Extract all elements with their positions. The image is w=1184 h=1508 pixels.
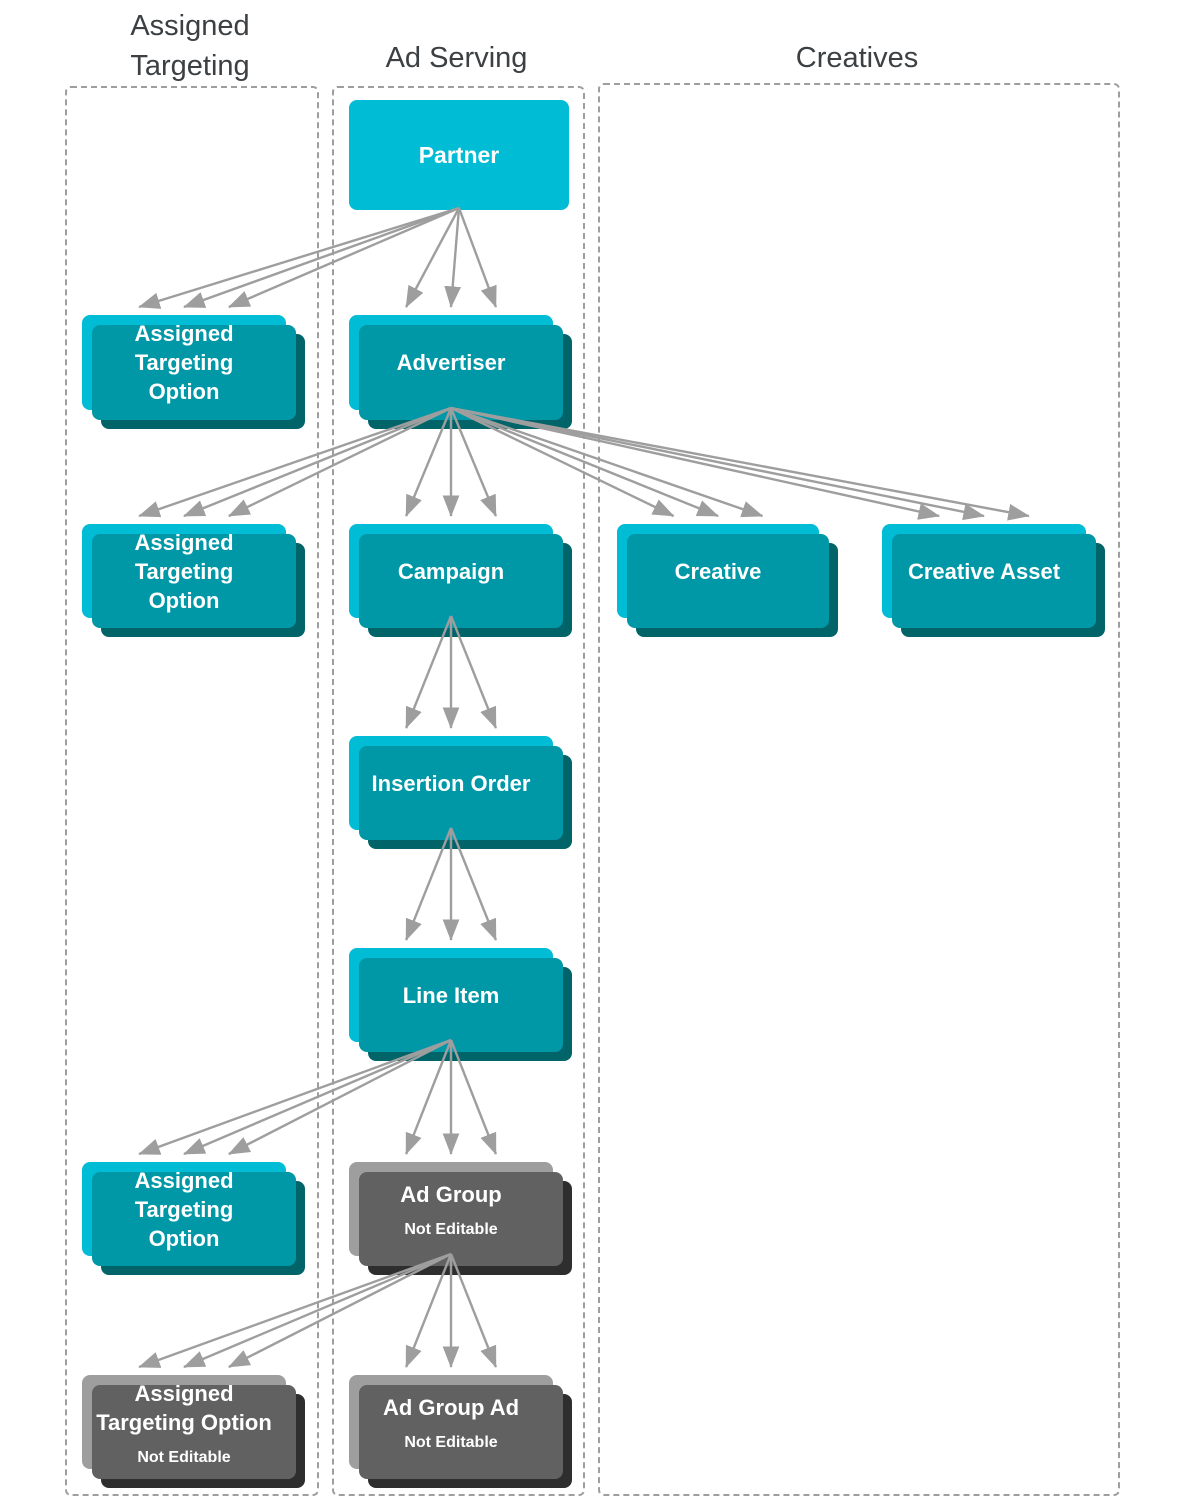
column-ad-serving	[332, 86, 585, 1496]
node-label: Assigned Targeting Option	[134, 529, 234, 613]
node-sublabel: Not Editable	[404, 1434, 498, 1451]
node-advertiser: Advertiser	[349, 315, 553, 410]
node-ad-group: Ad Group Not Editable	[349, 1162, 553, 1256]
node-campaign: Campaign	[349, 524, 553, 618]
node-label: Ad Group Ad	[382, 1395, 520, 1420]
node-label: Assigned Targeting Option	[134, 321, 234, 404]
node-label: Partner	[418, 141, 500, 168]
node-assigned-targeting-option-4: Assigned Targeting Option Not Editable	[82, 1375, 286, 1469]
node-creative-asset: Creative Asset	[882, 524, 1086, 618]
node-sublabel: Not Editable	[404, 1221, 498, 1238]
node-sublabel: Not Editable	[137, 1448, 231, 1466]
header-assigned-targeting: Assigned Targeting	[130, 10, 250, 82]
header-creatives: Creatives	[795, 42, 919, 74]
column-assigned-targeting	[65, 86, 319, 1496]
node-insertion-order: Insertion Order	[349, 736, 553, 830]
node-label: Creative	[674, 558, 762, 584]
node-label: Creative Asset	[907, 558, 1061, 584]
node-assigned-targeting-option-1: Assigned Targeting Option	[82, 315, 286, 410]
node-label: Ad Group	[400, 1182, 502, 1207]
node-label: Campaign	[397, 558, 505, 584]
node-ad-group-ad: Ad Group Ad Not Editable	[349, 1375, 553, 1469]
node-label: Assigned Targeting Option	[134, 1167, 234, 1251]
node-line-item: Line Item	[349, 948, 553, 1042]
column-creatives	[598, 83, 1120, 1496]
node-creative: Creative	[617, 524, 819, 618]
node-partner: Partner	[349, 100, 569, 210]
node-assigned-targeting-option-3: Assigned Targeting Option	[82, 1162, 286, 1256]
node-label: Assigned Targeting Option	[96, 1380, 272, 1435]
node-label: Advertiser	[396, 350, 506, 375]
node-label: Line Item	[402, 982, 500, 1008]
node-label: Insertion Order	[371, 770, 531, 796]
header-ad-serving: Ad Serving	[385, 42, 528, 74]
node-assigned-targeting-option-2: Assigned Targeting Option	[82, 524, 286, 618]
